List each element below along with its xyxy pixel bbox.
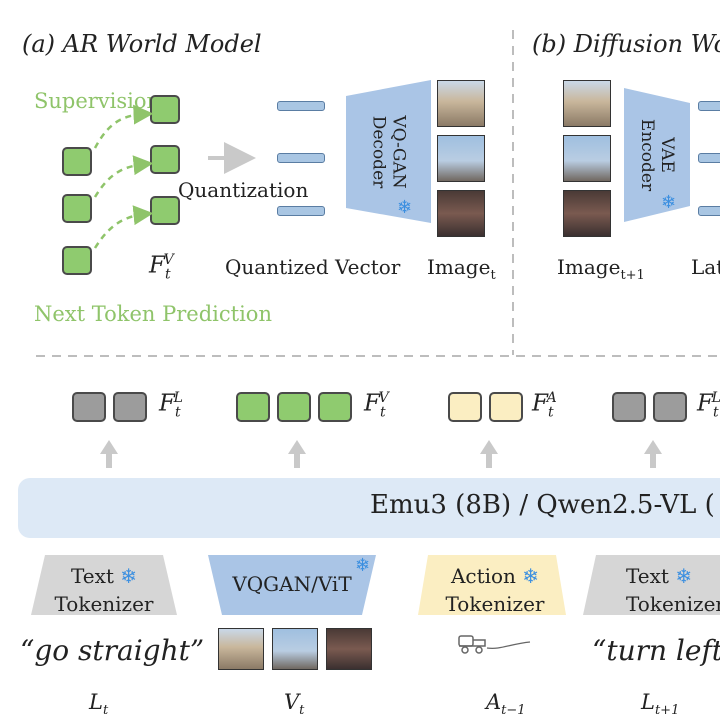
action-tokenizer-block: Action ❄ Tokenizer xyxy=(445,564,545,616)
visual-token-square xyxy=(277,392,311,422)
label-at-minus-1: At−1 xyxy=(486,690,526,719)
frozen-snowflake-icon: ❄ xyxy=(675,564,693,588)
token-ftv-label: FtV xyxy=(364,390,389,421)
text-tokenizer-block: Text ❄ Tokenizer xyxy=(54,564,154,616)
token-ftl-label: FtL xyxy=(159,390,183,421)
quantized-vector-bar xyxy=(277,153,325,163)
latent-label-cut: Lat xyxy=(691,255,720,279)
predicted-token-square xyxy=(150,196,180,225)
input-token-square xyxy=(62,147,92,176)
label-lt-plus-1: Lt+1 xyxy=(641,690,680,719)
quantized-vector-bar xyxy=(277,101,325,111)
predicted-token-square xyxy=(150,145,180,174)
token-fta-label: FtA xyxy=(532,390,557,421)
latent-bar xyxy=(698,206,720,216)
text-tokenizer-block-2: Text ❄ Tokenizer xyxy=(626,564,720,616)
frame-thumbnail xyxy=(437,80,485,127)
text-token-square xyxy=(113,392,147,422)
latent-bar xyxy=(698,101,720,111)
backbone-label: Emu3 (8B) / Qwen2.5-VL ( xyxy=(370,490,715,520)
input-token-square xyxy=(62,246,92,275)
frame-thumbnail xyxy=(218,628,264,670)
go-straight-input: “go straight” xyxy=(20,634,205,667)
frame-thumbnail xyxy=(272,628,318,670)
label-lt: Lt xyxy=(89,690,109,719)
frozen-snowflake-icon: ❄ xyxy=(120,564,138,588)
quantized-vector-bar xyxy=(277,206,325,216)
car-trajectory-icon xyxy=(458,635,531,654)
feature-ftv-label: FtV xyxy=(149,252,174,283)
image-t-label: Imaget xyxy=(427,255,496,283)
token-ftl-label-cut: FtL xyxy=(697,390,720,421)
latent-bar xyxy=(698,153,720,163)
frozen-snowflake-icon: ❄ xyxy=(661,192,677,213)
frozen-snowflake-icon: ❄ xyxy=(355,555,371,576)
frame-thumbnail xyxy=(437,190,485,237)
vqgan-vit-label: VQGAN/ViT xyxy=(232,572,352,596)
text-token-square xyxy=(612,392,646,422)
panel-a-title: (a) AR World Model xyxy=(22,30,262,58)
visual-token-square xyxy=(236,392,270,422)
frozen-snowflake-icon: ❄ xyxy=(397,197,413,218)
action-token-square xyxy=(448,392,482,422)
encoder-trapezoid xyxy=(624,88,690,222)
frozen-snowflake-icon: ❄ xyxy=(522,564,540,588)
action-token-square xyxy=(489,392,523,422)
text-token-square xyxy=(72,392,106,422)
quantization-label: Quantization xyxy=(178,178,309,202)
input-token-square xyxy=(62,194,92,223)
backbone-band xyxy=(18,478,720,538)
frame-thumbnail xyxy=(563,135,611,182)
image-t1-label: Imaget+1 xyxy=(557,255,645,283)
next-token-prediction-label: Next Token Prediction xyxy=(34,302,272,326)
frame-thumbnail xyxy=(437,135,485,182)
quantized-vector-label: Quantized Vector xyxy=(225,255,401,279)
frame-thumbnail xyxy=(563,80,611,127)
turn-left-input: “turn left” xyxy=(592,634,720,667)
frame-thumbnail xyxy=(563,190,611,237)
panel-b-title: (b) Diffusion Wo xyxy=(532,30,720,58)
frame-thumbnail xyxy=(326,628,372,670)
label-vt: Vt xyxy=(284,690,305,719)
decoder-trapezoid xyxy=(346,80,431,223)
visual-token-square xyxy=(318,392,352,422)
text-token-square xyxy=(653,392,687,422)
